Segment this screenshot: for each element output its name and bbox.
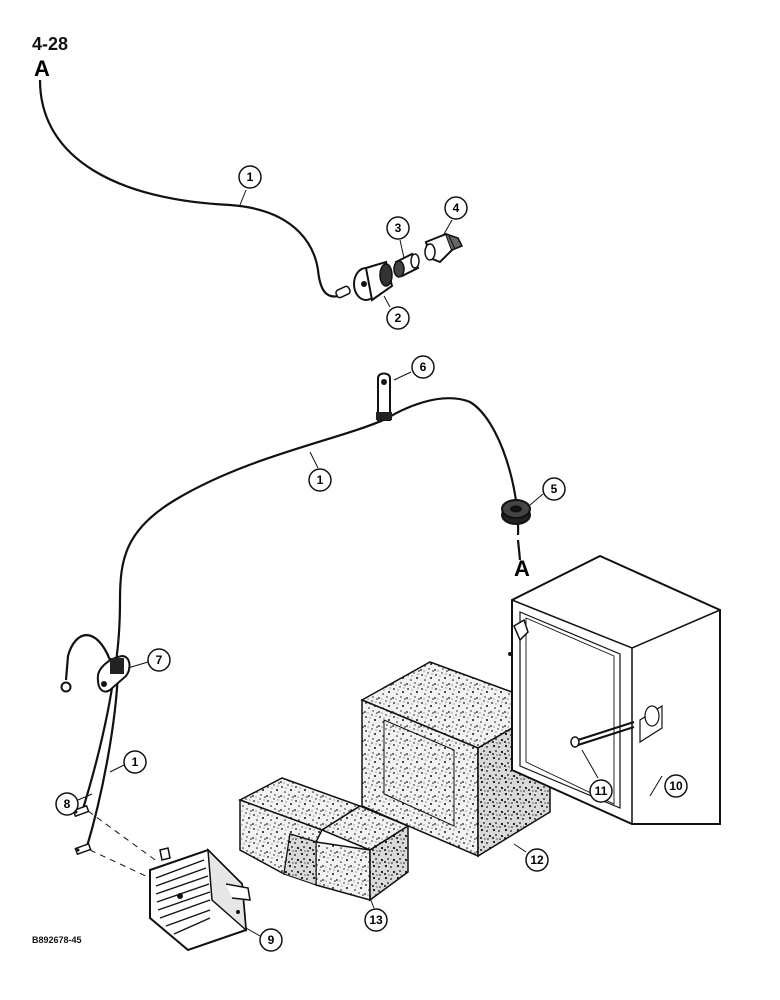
main-wire <box>113 397 520 669</box>
callout-5: 5 <box>529 477 566 506</box>
svg-text:11: 11 <box>595 784 608 798</box>
callout-2: 2 <box>383 295 410 330</box>
ring-terminal <box>60 681 72 693</box>
svg-text:1: 1 <box>132 755 139 769</box>
svg-text:7: 7 <box>156 653 163 667</box>
adapter-fitting <box>393 252 420 278</box>
terminal-pin <box>335 285 351 299</box>
callout-4: 4 <box>443 196 468 235</box>
spade-terminal-lower <box>74 842 92 856</box>
svg-text:12: 12 <box>530 853 544 867</box>
connector-top: A <box>34 56 50 81</box>
svg-text:9: 9 <box>268 933 275 947</box>
svg-text:1: 1 <box>247 170 254 184</box>
svg-text:5: 5 <box>551 482 558 496</box>
callout-3: 3 <box>386 216 410 259</box>
foam-box-12 <box>360 661 552 858</box>
svg-text:6: 6 <box>420 360 427 374</box>
callout-9: 9 <box>245 927 283 952</box>
lower-wire-2 <box>84 671 120 851</box>
clip-6 <box>376 372 392 421</box>
svg-text:2: 2 <box>395 311 402 325</box>
dashed-leader-upper <box>87 810 159 863</box>
callout-6: 6 <box>393 355 435 381</box>
callout-12: 12 <box>513 843 549 872</box>
dashed-leader-lower <box>89 849 151 879</box>
connector-top-label: A <box>34 56 50 81</box>
svg-text:10: 10 <box>669 779 683 793</box>
callout-13: 13 <box>364 897 388 932</box>
svg-text:3: 3 <box>395 221 402 235</box>
connector-bottom-label: A <box>514 556 530 581</box>
foam-pad-13 <box>238 777 410 902</box>
grommet-wire <box>516 539 522 561</box>
clamp-7 <box>96 654 131 693</box>
spade-terminal-upper <box>72 804 90 818</box>
svg-text:8: 8 <box>64 797 71 811</box>
callout-10: 10 <box>649 774 688 798</box>
grommet <box>501 499 531 525</box>
backup-alarm <box>149 847 251 952</box>
connector-bottom: A <box>514 556 530 581</box>
callout-1-middle: 1 <box>308 451 332 492</box>
callout-7: 7 <box>127 648 171 672</box>
pressure-switch <box>353 260 394 302</box>
svg-text:4: 4 <box>453 201 460 215</box>
callout-1-lower: 1 <box>109 750 147 774</box>
callout-8: 8 <box>55 792 93 816</box>
callout-11: 11 <box>581 749 613 803</box>
upper-wire <box>38 79 346 298</box>
callout-1-upper: 1 <box>238 165 262 206</box>
ground-wire <box>64 634 112 681</box>
alarm-cover-10 <box>508 554 721 825</box>
page-number: 4-28 <box>32 34 69 54</box>
svg-text:1: 1 <box>317 473 324 487</box>
cap-screw-11 <box>570 721 635 748</box>
elbow-fitting <box>424 232 464 264</box>
figure-code: B892678-45 <box>32 935 82 945</box>
svg-text:13: 13 <box>369 913 383 927</box>
